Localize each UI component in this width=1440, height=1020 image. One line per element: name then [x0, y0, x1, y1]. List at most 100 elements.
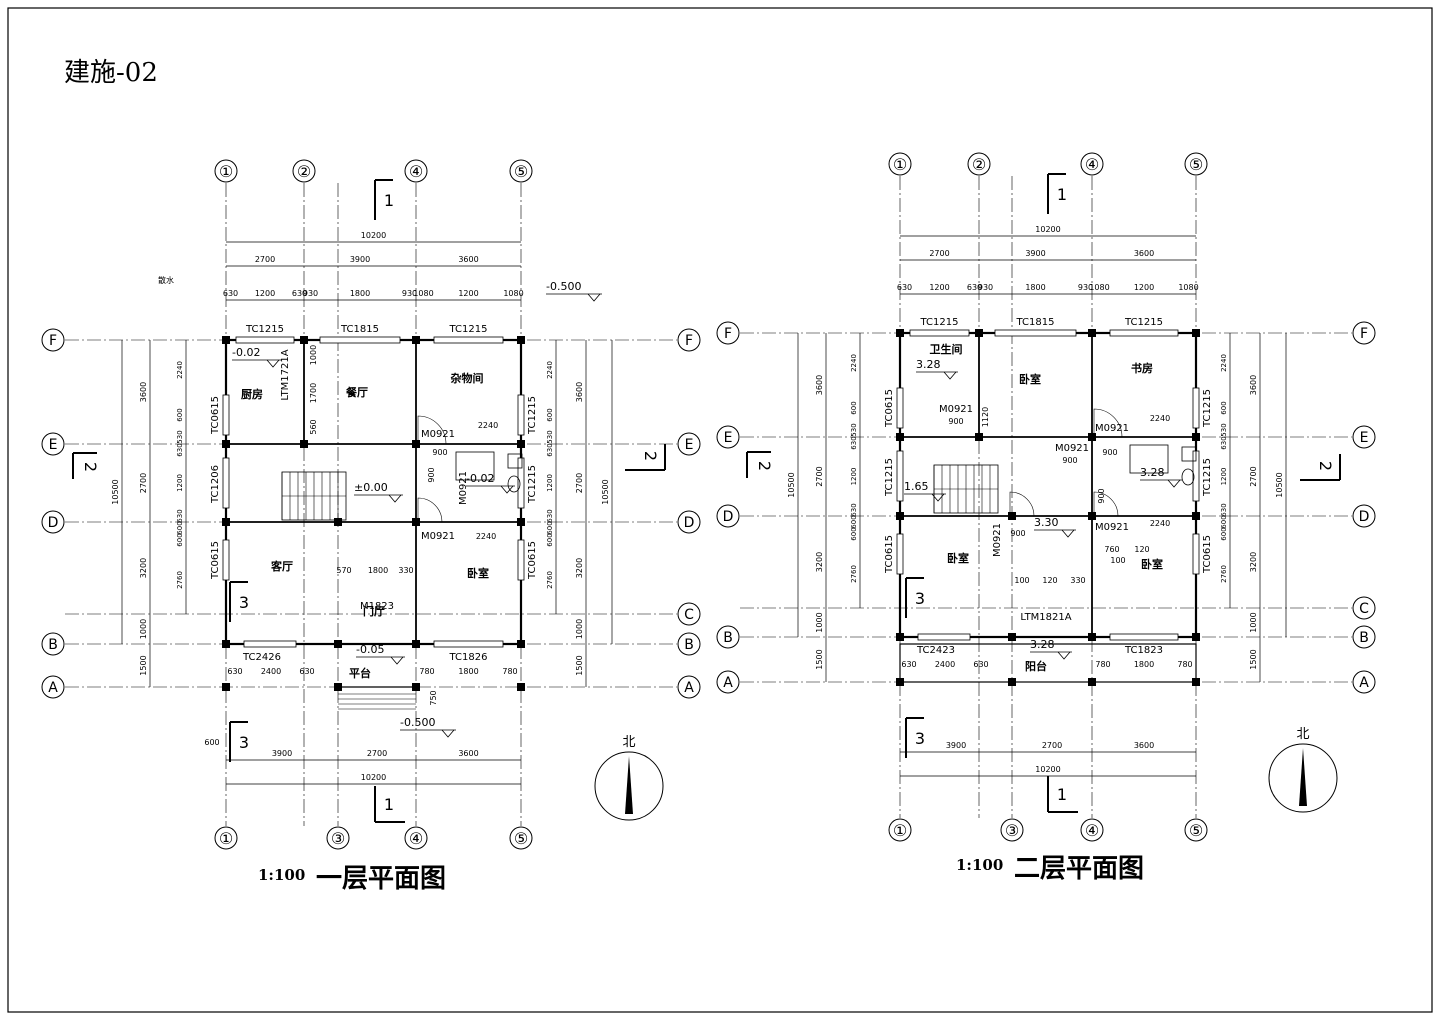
section-mark: 1 — [384, 795, 394, 814]
dimension-label: 2700 — [575, 473, 584, 493]
axis-label: ⑤ — [514, 829, 528, 848]
level-triangle — [1057, 651, 1071, 660]
axis-bubble — [214, 826, 238, 850]
axis-label: ① — [219, 162, 233, 181]
dimension-label: 1800 — [1025, 283, 1045, 292]
axis-label: D — [1359, 509, 1370, 525]
dimension-label: 3600 — [1249, 375, 1258, 395]
dimension-label: 10500 — [787, 472, 796, 497]
dimension-label: 600 — [1220, 515, 1228, 528]
column — [222, 336, 230, 344]
level-label: 3.30 — [1034, 516, 1059, 529]
dimension-label: 1800 — [350, 289, 370, 298]
window-label: TC0615 — [884, 535, 895, 574]
column — [412, 440, 420, 448]
window-label: TC1826 — [449, 652, 488, 663]
dimension-label: 1800 — [458, 667, 478, 676]
axis-label: E — [1360, 430, 1369, 446]
window-label: TC1215 — [1202, 458, 1213, 497]
axis-label: ④ — [1085, 155, 1099, 174]
window — [1192, 533, 1200, 575]
window — [1192, 387, 1200, 429]
north-arrow-1: 北 — [594, 735, 664, 821]
column — [517, 440, 525, 448]
dimension-label: 530 — [1220, 423, 1228, 436]
room-name: 客厅 — [270, 559, 293, 573]
room-name: 杂物间 — [451, 371, 484, 385]
dimension-label: 900 — [1097, 488, 1106, 503]
dimension-label: 600 — [850, 515, 858, 528]
dimension-label: 10200 — [1035, 765, 1060, 774]
level-triangle — [587, 293, 601, 302]
column — [517, 640, 525, 648]
window — [896, 533, 904, 575]
dimension-label: 3200 — [1249, 552, 1258, 572]
axis-label: B — [48, 637, 58, 653]
dimension-label: 630 — [546, 509, 554, 522]
window-label: TC1215 — [1124, 317, 1163, 328]
toilet — [507, 475, 521, 493]
door-swing — [417, 415, 447, 445]
plan2-scale: 1:100 — [956, 856, 1004, 874]
dimension-label: 2760 — [1220, 565, 1228, 583]
column — [975, 329, 983, 337]
level-triangle — [931, 493, 945, 502]
axis-bubble — [967, 152, 991, 176]
axis-label: E — [685, 437, 694, 453]
window — [1109, 633, 1179, 641]
dimension-label: 3900 — [946, 741, 966, 750]
level-triangle — [943, 371, 957, 380]
plan1-title: 一层平面图 — [316, 864, 447, 894]
section-mark: 2 — [755, 461, 774, 471]
axis-bubble — [1080, 152, 1104, 176]
door-label: M0921 — [992, 523, 1003, 557]
dimension-label: 1700 — [309, 383, 318, 403]
axis-label: D — [684, 515, 695, 531]
dimension-label: 2240 — [546, 361, 554, 379]
axis-bubble — [292, 159, 316, 183]
axis-bubble — [1352, 596, 1376, 620]
dimension-label: 1500 — [139, 655, 148, 675]
dimension-label: 3600 — [458, 749, 478, 758]
dimension-label: 1000 — [1249, 612, 1258, 632]
axis-label: D — [48, 515, 59, 531]
section-mark: 2 — [641, 451, 660, 461]
basin — [1181, 446, 1197, 462]
axis-bubble — [1080, 818, 1104, 842]
axis-label: ① — [219, 829, 233, 848]
dimension-label: 2700 — [367, 749, 387, 758]
dimension-label: 2400 — [261, 667, 281, 676]
room-name: 卧室 — [947, 551, 969, 565]
stair-outline — [281, 471, 347, 521]
dimension-label: 2240 — [476, 532, 496, 541]
plan1-scale: 1:100 — [258, 866, 306, 884]
window — [909, 329, 970, 337]
dimension-label: 2240 — [850, 354, 858, 372]
dimension-label: 570 — [336, 566, 351, 575]
window-label: TC0615 — [210, 396, 221, 435]
dimension-label: 100 — [1110, 556, 1125, 565]
level-triangle — [500, 485, 514, 494]
column — [1088, 512, 1096, 520]
axis-label: ② — [972, 155, 986, 174]
sheet-border — [7, 7, 1433, 1013]
window-label: TC0615 — [884, 389, 895, 428]
axis-bubble — [41, 510, 65, 534]
room-name: 卧室 — [467, 566, 489, 580]
window — [994, 329, 1077, 337]
dimension-label: 3900 — [1025, 249, 1045, 258]
column — [300, 440, 308, 448]
window-label: TC1215 — [884, 458, 895, 497]
dimension-label: 2700 — [929, 249, 949, 258]
dimension-label: 2760 — [546, 571, 554, 589]
dimension-label: 630 — [967, 283, 982, 292]
axis-bubble — [41, 632, 65, 656]
window-label: TC2426 — [242, 652, 281, 663]
dimension-label: 1000 — [815, 612, 824, 632]
column — [1008, 512, 1016, 520]
dimension-label: 600 — [850, 527, 858, 540]
dimension-label: 630 — [176, 509, 184, 522]
axis-bubble — [41, 432, 65, 456]
dimension-label: 3200 — [139, 558, 148, 578]
